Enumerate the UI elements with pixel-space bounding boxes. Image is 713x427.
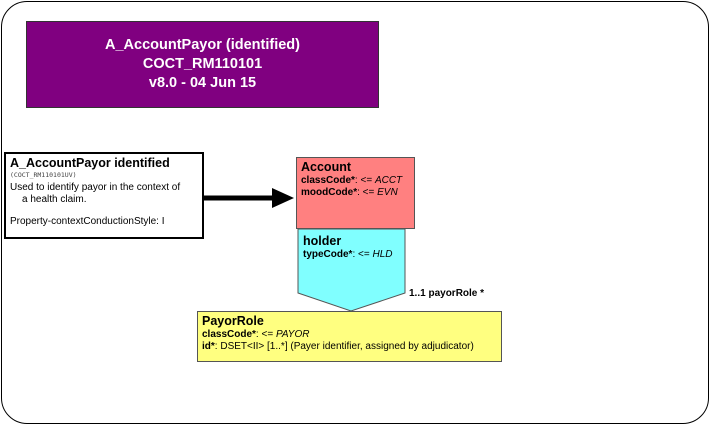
entry-point-code: (COCT_RM110101UV): [10, 171, 77, 179]
diagram-title-version: v8.0 - 04 Jun 15: [148, 75, 257, 91]
account-class-name: Account: [301, 160, 351, 174]
diagram-title-name: A_AccountPayor (identified): [105, 37, 300, 53]
holder-attr-typecode: typeCode*: <= HLD: [303, 249, 393, 260]
holder-association-shape: [297, 228, 406, 312]
payorrole-class-box: PayorRole classCode*: <= PAYOR id*: DSET…: [197, 311, 502, 362]
entry-point-title: A_AccountPayor identified: [10, 156, 170, 170]
payorrole-class-name: PayorRole: [202, 314, 264, 328]
diagram-title-box: A_AccountPayor (identified) COCT_RM11010…: [26, 21, 379, 108]
payorrole-attr-id: id*: DSET<II> [1..*] (Payer identifier, …: [202, 341, 474, 352]
holder-association-text: holder typeCode*: <= HLD: [303, 233, 392, 261]
account-class-box: Account classCode*: <= ACCT moodCode*: <…: [296, 157, 415, 229]
entry-point-property: Property-contextConductionStyle: I: [10, 216, 165, 227]
entry-point-description-line1: Used to identify payor in the context of: [10, 182, 181, 193]
payorrole-attr-classcode: classCode*: <= PAYOR: [202, 329, 310, 340]
diagram-title-model-id: COCT_RM110101: [142, 56, 263, 72]
holder-association-name: holder: [303, 234, 342, 248]
entry-point-description-line2: a health claim.: [22, 194, 87, 205]
entry-arrow-head: [272, 188, 294, 208]
entry-point-box: A_AccountPayor identified (COCT_RM110101…: [4, 152, 204, 239]
account-attr-classcode: classCode*: <= ACCT: [301, 175, 403, 186]
account-attr-moodcode: moodCode*: <= EVN: [301, 187, 398, 198]
payorrole-multiplicity-label: 1..1 payorRole *: [409, 288, 485, 299]
